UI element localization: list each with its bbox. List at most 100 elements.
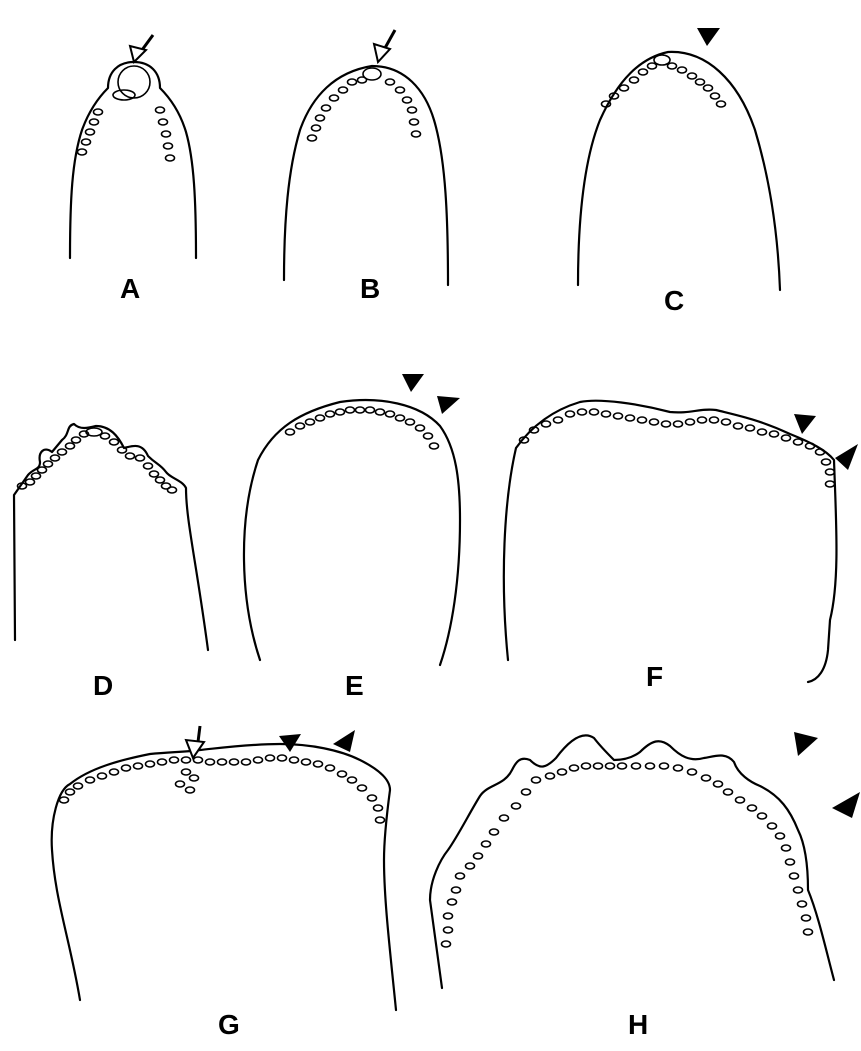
cell	[746, 425, 755, 431]
cell	[594, 763, 603, 769]
cell	[794, 439, 803, 445]
cell	[668, 63, 677, 69]
cell	[790, 873, 799, 879]
cell	[326, 411, 335, 417]
cell	[322, 105, 331, 111]
cell	[804, 929, 813, 935]
panel-d-label: D	[93, 670, 113, 701]
cell	[724, 789, 733, 795]
cell	[386, 411, 395, 417]
panel-g: G	[52, 726, 396, 1040]
panel-g-apex-outline	[52, 744, 396, 1010]
panel-b: B	[284, 30, 448, 304]
cell	[194, 757, 203, 763]
cell	[58, 449, 67, 455]
cell	[786, 859, 795, 865]
cell	[620, 85, 629, 91]
panel-g-label: G	[218, 1009, 240, 1040]
cell	[798, 901, 807, 907]
cell	[566, 411, 575, 417]
panel-h-apex-outline	[430, 735, 834, 988]
panel-e: E	[244, 374, 460, 701]
cell	[776, 833, 785, 839]
cell	[358, 785, 367, 791]
cell	[290, 757, 299, 763]
cell	[614, 413, 623, 419]
cell	[554, 417, 563, 423]
cell	[456, 873, 465, 879]
cell	[704, 85, 713, 91]
cell	[156, 477, 165, 483]
cell	[218, 759, 227, 765]
cell	[578, 409, 587, 415]
panel-h: H	[430, 732, 860, 1040]
panel-f-apex-outline	[504, 401, 837, 682]
cell	[316, 115, 325, 121]
cell	[802, 915, 811, 921]
cell	[101, 433, 110, 439]
cell	[546, 773, 555, 779]
cell	[158, 759, 167, 765]
cell	[44, 461, 53, 467]
panel-c-arrowhead	[697, 28, 720, 46]
cell	[182, 757, 191, 763]
cell	[162, 131, 171, 137]
panel-f-arrowheads	[794, 414, 858, 470]
cell	[444, 913, 453, 919]
cell	[408, 107, 417, 113]
cell	[266, 755, 275, 761]
cell	[376, 817, 385, 823]
cell	[650, 419, 659, 425]
cell	[638, 417, 647, 423]
cell	[442, 941, 451, 947]
cell	[416, 425, 425, 431]
cell	[717, 101, 726, 107]
cell	[242, 759, 251, 765]
cell	[110, 769, 119, 775]
cell	[582, 763, 591, 769]
panel-a-label: A	[120, 273, 140, 304]
cell	[686, 419, 695, 425]
cell	[722, 419, 731, 425]
cell	[632, 763, 641, 769]
panel-f-label: F	[646, 661, 663, 692]
cell	[826, 469, 835, 475]
cell	[90, 119, 99, 125]
cell	[166, 155, 175, 161]
cell	[86, 129, 95, 135]
panel-b-apex-outline	[284, 66, 448, 285]
cell	[356, 407, 365, 413]
cell	[770, 431, 779, 437]
cell	[72, 437, 81, 443]
cell	[302, 759, 311, 765]
cell	[330, 95, 339, 101]
cell	[490, 829, 499, 835]
cell	[412, 131, 421, 137]
cell	[512, 803, 521, 809]
cell	[98, 773, 107, 779]
cell	[758, 813, 767, 819]
cell	[606, 763, 615, 769]
cell	[286, 429, 295, 435]
panel-e-apex-outline	[244, 400, 460, 665]
cell	[66, 443, 75, 449]
cell	[278, 755, 287, 761]
cell	[190, 775, 199, 781]
cell	[826, 481, 835, 487]
panel-a-open-arrow	[130, 35, 153, 62]
panel-f: F	[504, 401, 858, 692]
cell	[326, 765, 335, 771]
cell	[500, 815, 509, 821]
panel-g-open-arrow	[186, 726, 204, 758]
panel-b-leaf-cells	[308, 77, 421, 141]
panel-c-apical-cell	[654, 55, 670, 65]
panel-f-leaf-cells	[520, 409, 835, 487]
cell	[176, 781, 185, 787]
cell	[630, 77, 639, 83]
cell	[338, 771, 347, 777]
cell	[782, 435, 791, 441]
cell	[648, 63, 657, 69]
panel-c-label: C	[664, 285, 684, 316]
cell	[156, 107, 165, 113]
cell	[698, 417, 707, 423]
